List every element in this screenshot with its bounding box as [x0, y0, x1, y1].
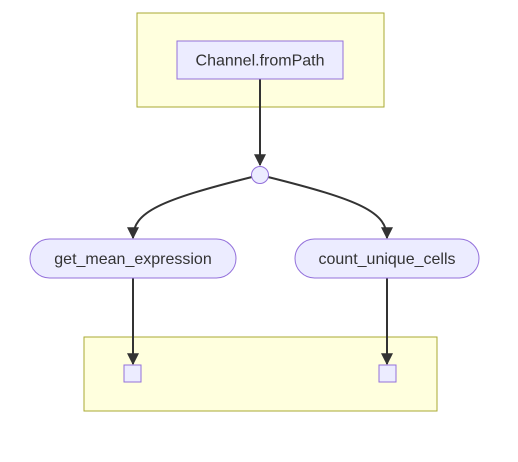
node-count-unique-cells[interactable]: count_unique_cells [294, 238, 480, 279]
node-get-mean-expression-label: get_mean_expression [54, 251, 211, 268]
edge-fork-to-unique-cells [267, 176, 393, 240]
node-count-unique-cells-label: count_unique_cells [319, 251, 456, 268]
output-cluster [83, 336, 438, 412]
node-get-mean-expression[interactable]: get_mean_expression [29, 238, 237, 279]
node-channel-frompath[interactable]: Channel.fromPath [176, 40, 344, 80]
edge-fork-to-mean-expression [127, 176, 253, 240]
fork-point-node [251, 166, 269, 184]
node-channel-frompath-label: Channel.fromPath [196, 53, 325, 70]
output-node-right [378, 364, 397, 383]
output-node-left [123, 364, 142, 383]
